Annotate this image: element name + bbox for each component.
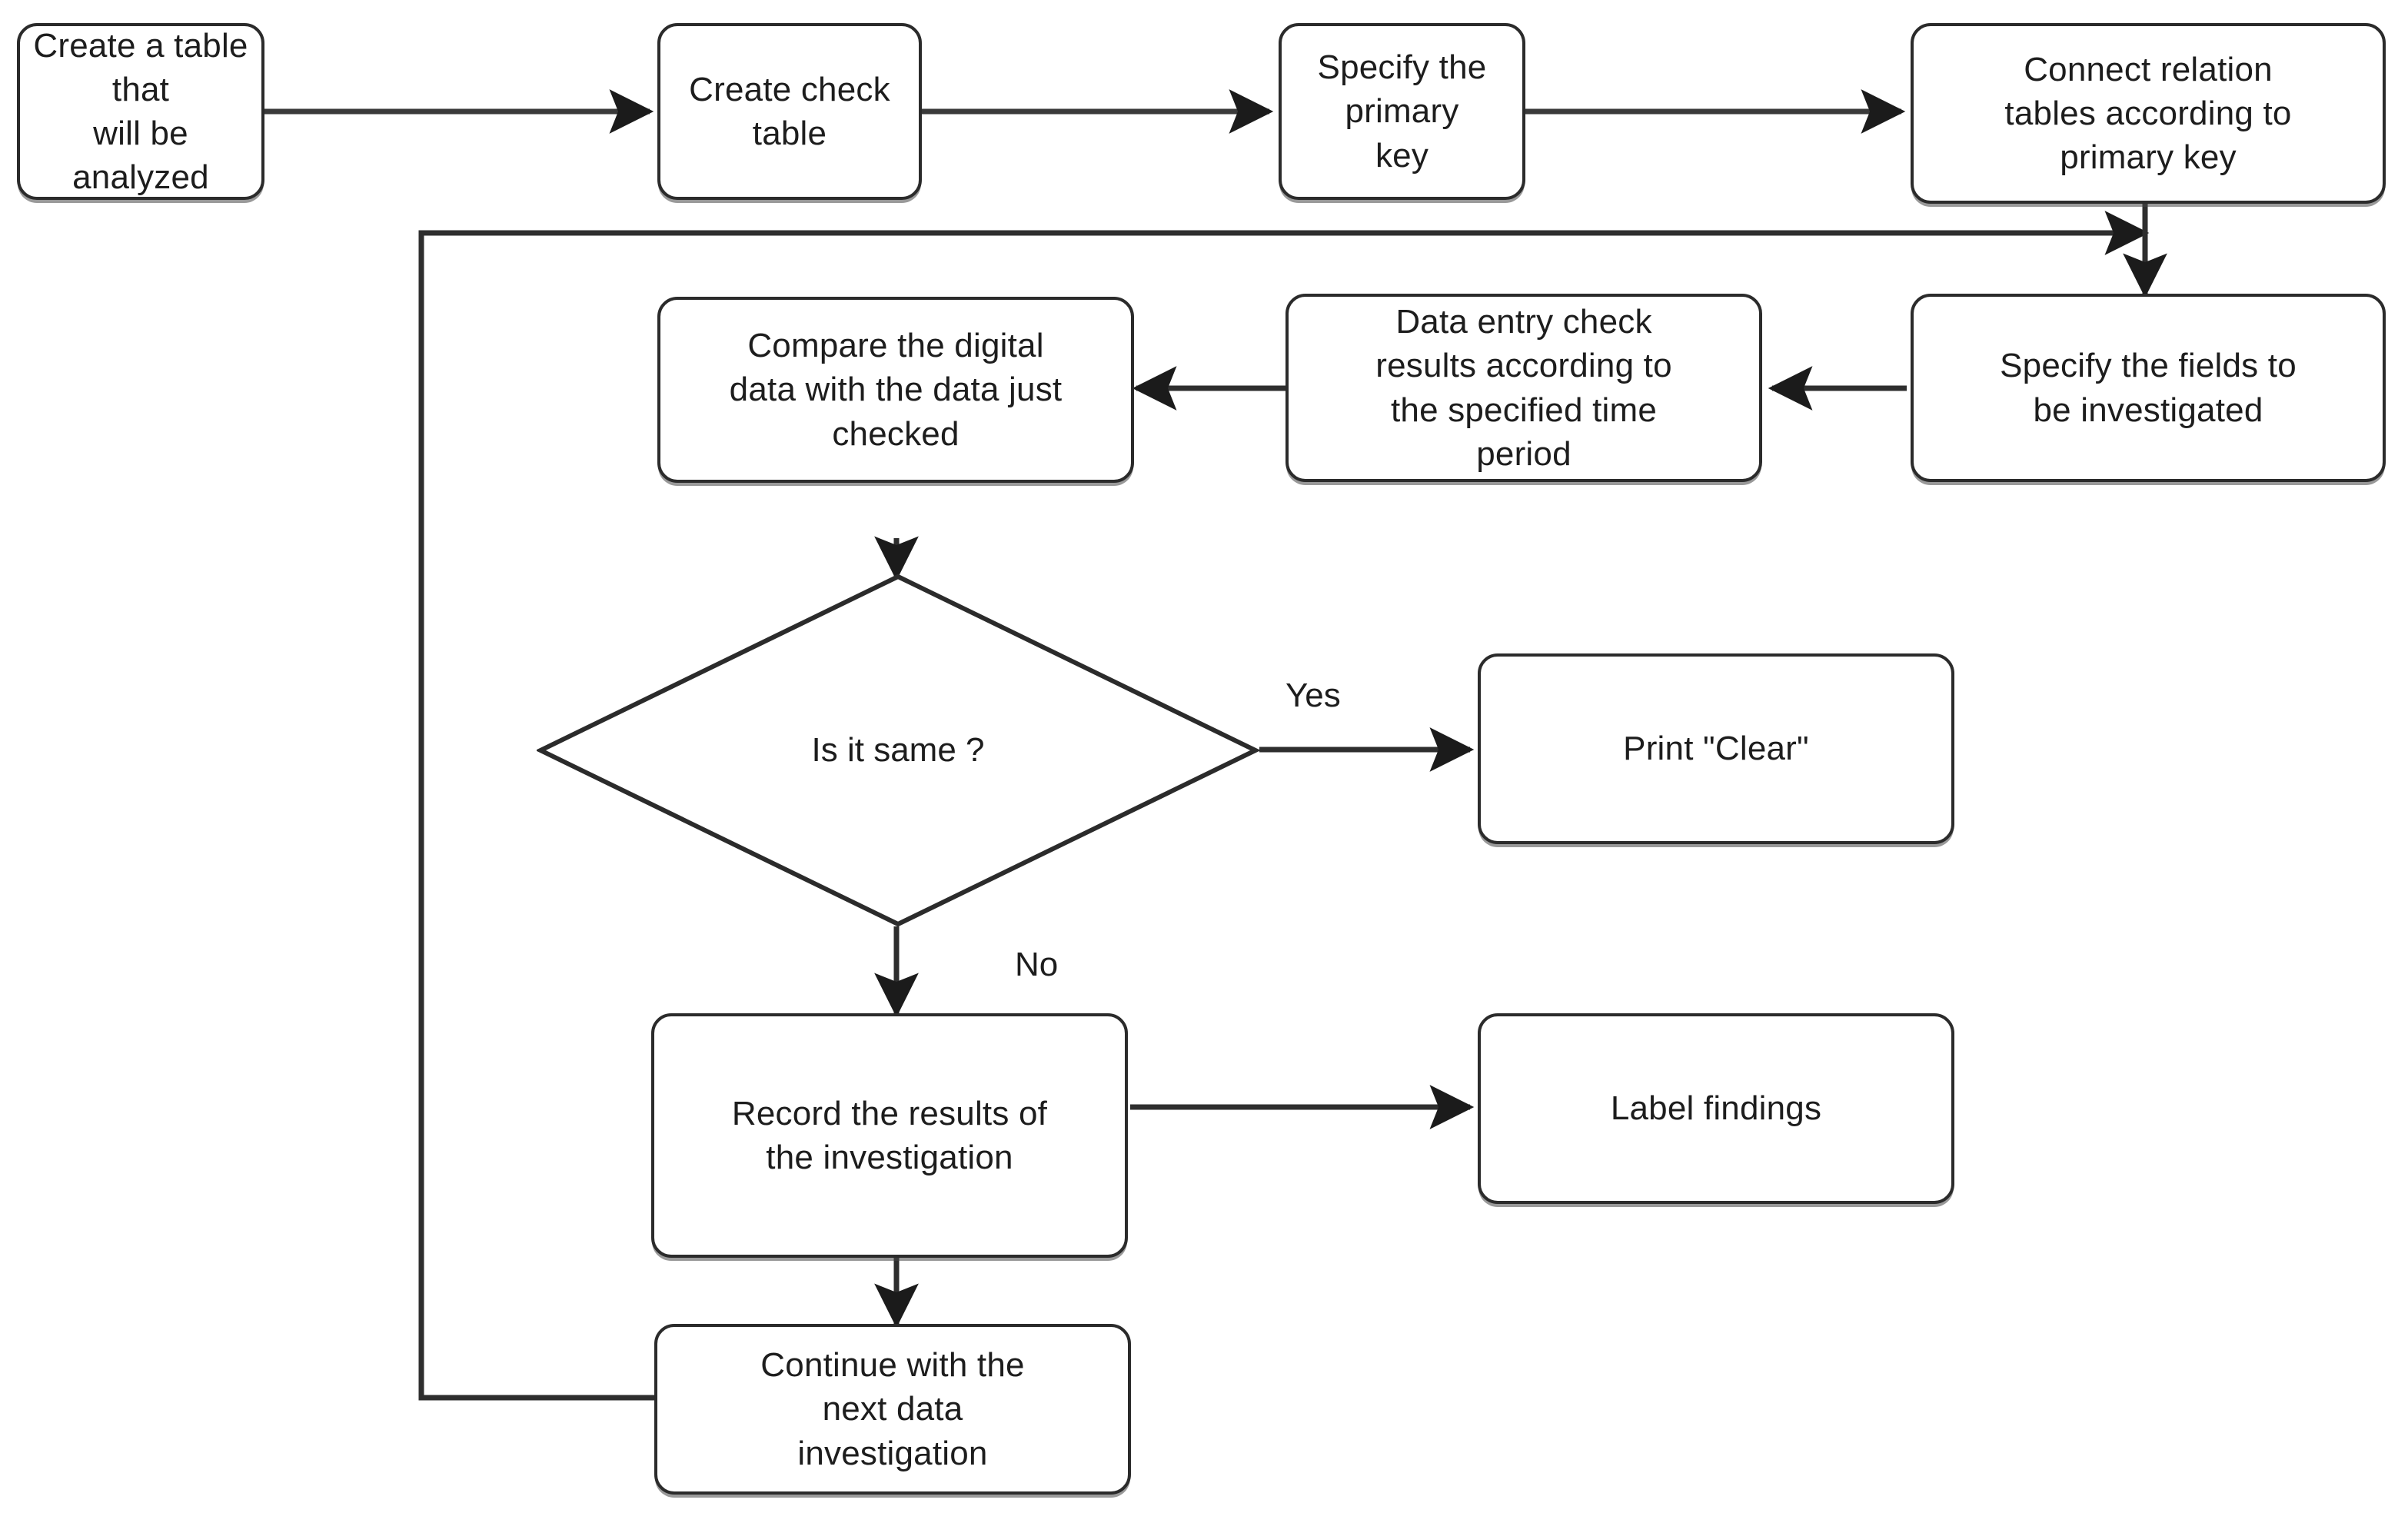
node-specify-fields[interactable]: Specify the fields to be investigated <box>1911 294 2386 482</box>
node-print-clear-label: Print "Clear" <box>1623 730 1809 768</box>
node-record-results[interactable]: Record the results of the investigation <box>651 1013 1128 1258</box>
node-create-table-label: Create a table that will be analyzed <box>33 26 248 197</box>
node-specify-primary-key-label: Specify the primary key <box>1317 48 1487 175</box>
node-connect-relation[interactable]: Connect relation tables according to pri… <box>1911 23 2386 204</box>
node-connect-relation-label: Connect relation tables according to pri… <box>2004 50 2292 177</box>
diamond-shape <box>535 574 1261 927</box>
node-data-entry-check[interactable]: Data entry check results according to th… <box>1285 294 1762 482</box>
node-data-entry-check-label: Data entry check results according to th… <box>1375 303 1672 473</box>
node-continue-next-label: Continue with the next data investigatio… <box>760 1346 1025 1472</box>
node-create-check-table-label: Create check table <box>689 70 890 152</box>
node-compare-digital-label: Compare the digital data with the data j… <box>729 327 1063 453</box>
node-print-clear[interactable]: Print "Clear" <box>1478 653 1954 844</box>
node-compare-digital[interactable]: Compare the digital data with the data j… <box>657 297 1134 483</box>
node-is-it-same[interactable]: Is it same ? <box>535 573 1261 928</box>
node-record-results-label: Record the results of the investigation <box>731 1094 1048 1176</box>
node-specify-primary-key[interactable]: Specify the primary key <box>1279 23 1525 200</box>
node-create-table[interactable]: Create a table that will be analyzed <box>17 23 264 200</box>
node-create-check-table[interactable]: Create check table <box>657 23 922 200</box>
no-label: No <box>1015 946 1059 983</box>
node-label-findings-label: Label findings <box>1610 1089 1822 1128</box>
node-continue-next[interactable]: Continue with the next data investigatio… <box>654 1324 1131 1495</box>
node-label-findings[interactable]: Label findings <box>1478 1013 1954 1204</box>
node-specify-fields-label: Specify the fields to be investigated <box>2000 347 2297 429</box>
yes-label: Yes <box>1285 677 1341 714</box>
